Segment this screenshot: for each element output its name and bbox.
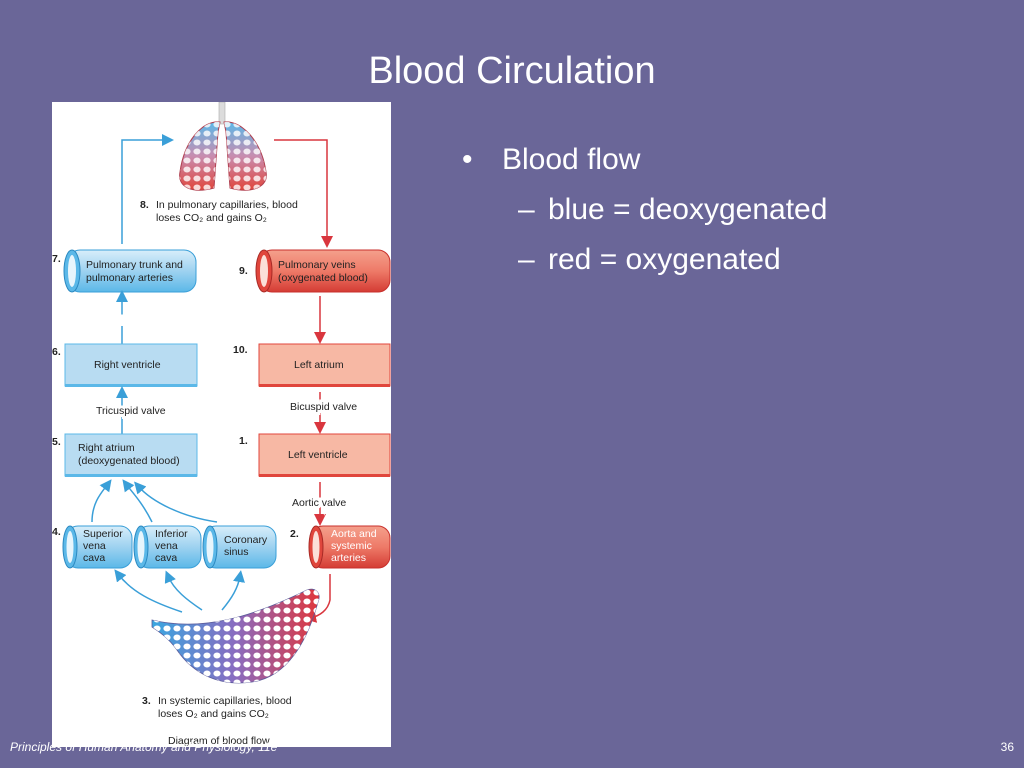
svc-line2: vena: [83, 540, 106, 552]
left-ventricle-box: [258, 433, 391, 477]
step5-line1: Right atrium: [78, 442, 135, 454]
pulmonary-veins-tube: [255, 249, 391, 293]
slide-title: Blood Circulation: [368, 50, 656, 92]
step2-number: 2.: [290, 528, 299, 540]
step2-line3: arteries: [331, 552, 366, 564]
arrow-cap-to-cs: [221, 570, 245, 611]
step8-number: 8.: [140, 199, 149, 211]
right-ventricle-box: [64, 343, 198, 387]
step8-line1: In pulmonary capillaries, blood: [156, 199, 298, 211]
step6-number: 6.: [52, 346, 61, 358]
svc-line3: cava: [83, 552, 105, 564]
arrow-to-lungs: [121, 134, 174, 244]
bullet-main: • Blood flow: [462, 143, 827, 177]
blood-flow-diagram: 8. In pulmonary capillaries, blood loses…: [52, 102, 391, 747]
bullet-glyph: •: [462, 143, 473, 176]
superior-vena-cava-tube: [62, 525, 133, 569]
arrow-svc-to-ra: [91, 479, 112, 523]
arrow-cap-to-ivc: [164, 570, 203, 611]
dash-glyph-2: –: [518, 243, 535, 276]
bullet-list: • Blood flow – blue = deoxygenated – red…: [462, 143, 827, 277]
step5-number: 5.: [52, 436, 61, 448]
arrow-from-lungs: [274, 139, 333, 248]
bullet-sub-1: – blue = deoxygenated: [518, 193, 827, 227]
page-number: 36: [1000, 740, 1014, 754]
bullet-sub-2-text: red = oxygenated: [548, 243, 781, 276]
inferior-vena-cava-tube: [133, 525, 202, 569]
ivc-line2: vena: [155, 540, 178, 552]
step2-line1: Aorta and: [331, 528, 377, 540]
systemic-capillaries-illustration: [151, 588, 320, 684]
svc-line1: Superior: [83, 528, 123, 540]
aorta-tube: [308, 525, 391, 569]
ivc-line3: cava: [155, 552, 177, 564]
step3-line1: In systemic capillaries, blood: [158, 695, 292, 707]
pulmonary-trunk-tube: [63, 249, 197, 293]
arrow-ivc-to-ra: [122, 479, 153, 523]
step7-line2: pulmonary arteries: [86, 272, 173, 284]
arrow-cap-to-svc: [114, 569, 183, 613]
tricuspid-valve-label: Tricuspid valve: [96, 405, 166, 417]
step10-number: 10.: [233, 344, 248, 356]
step10-label: Left atrium: [294, 359, 344, 371]
dash-glyph-1: –: [518, 193, 535, 226]
aortic-valve-label: Aortic valve: [292, 497, 346, 509]
coronary-sinus-tube: [202, 525, 277, 569]
bullet-sub-1-text: blue = deoxygenated: [548, 193, 828, 226]
step3-line2: loses O₂ and gains CO₂: [158, 708, 269, 720]
bullet-main-text: Blood flow: [502, 143, 641, 176]
diagram-svg: 8. In pulmonary capillaries, blood loses…: [52, 102, 391, 747]
bicuspid-valve-label: Bicuspid valve: [290, 401, 357, 413]
step7-line1: Pulmonary trunk and: [86, 259, 183, 271]
step2-line2: systemic: [331, 540, 372, 552]
step7-number: 7.: [52, 253, 61, 265]
step1-label: Left ventricle: [288, 449, 348, 461]
bullet-sub-2: – red = oxygenated: [518, 243, 827, 277]
step6-label: Right ventricle: [94, 359, 161, 371]
footer-source: Principles of Human Anatomy and Physiolo…: [10, 740, 278, 754]
step9-line2: (oxygenated blood): [278, 272, 368, 284]
cs-line1: Coronary: [224, 534, 268, 546]
diagram-caption: Diagram of blood flow: [168, 735, 270, 747]
lungs-illustration: [179, 102, 267, 191]
step3-number: 3.: [142, 695, 151, 707]
step8-line2: loses CO₂ and gains O₂: [156, 212, 267, 224]
cs-line2: sinus: [224, 546, 249, 558]
step1-number: 1.: [239, 435, 248, 447]
step9-line1: Pulmonary veins: [278, 259, 356, 271]
step5-line2: (deoxygenated blood): [78, 455, 180, 467]
ivc-line1: Inferior: [155, 528, 188, 540]
step4-number: 4.: [52, 526, 61, 538]
arrow-cs-to-ra: [134, 481, 218, 523]
left-atrium-box: [258, 343, 391, 387]
step9-number: 9.: [239, 265, 248, 277]
pulmonary-valve-label: Pulmonary valve: [82, 314, 160, 326]
